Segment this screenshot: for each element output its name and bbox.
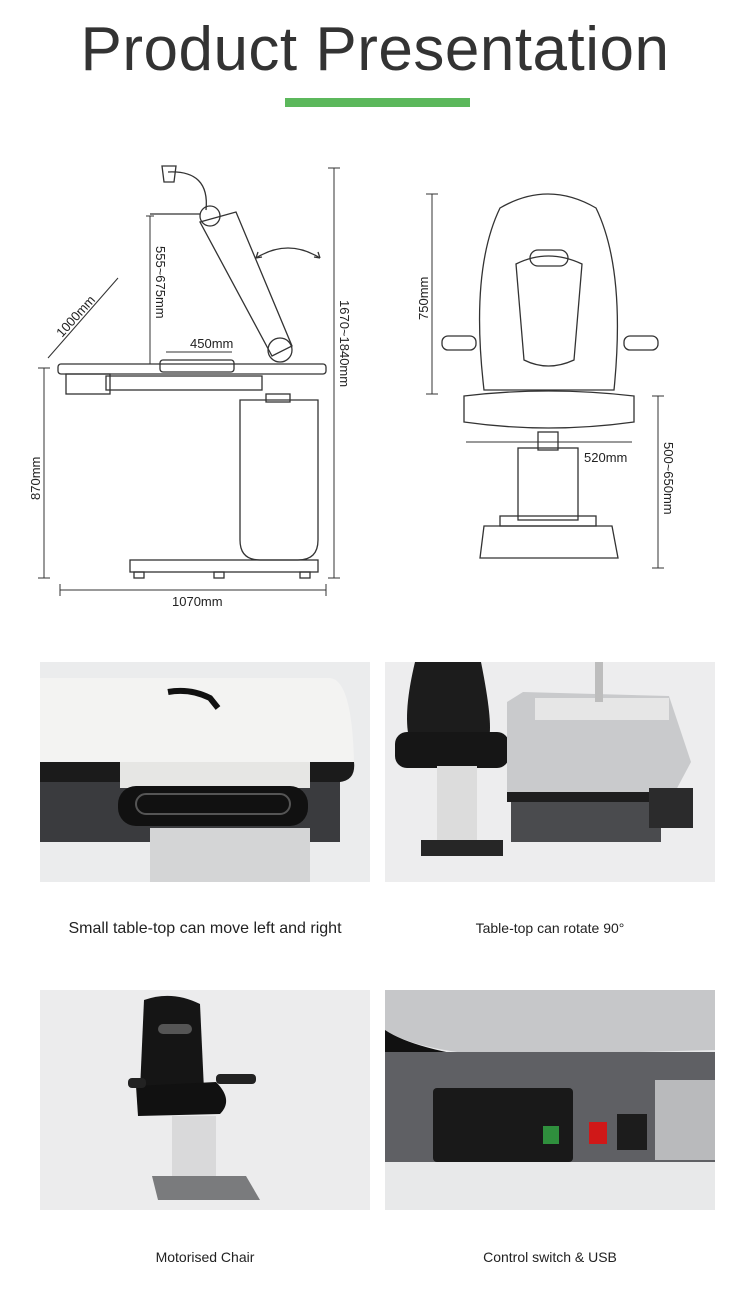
photo-control-switch [385, 990, 715, 1210]
small-table-top [159, 359, 235, 373]
dim-small-top: 450mm [190, 336, 233, 351]
dim-arm-height: 555~675mm [153, 246, 168, 319]
photo-small-table-top [40, 662, 370, 882]
dim-total-height: 1670~1840mm [337, 300, 352, 387]
dim-back-height: 750mm [416, 277, 431, 320]
instrument-arm [199, 211, 293, 357]
caption-control-switch: Control switch & USB [483, 1249, 617, 1265]
caption-small-table-top: Small table-top can move left and right [68, 920, 342, 937]
caption-table-rotate: Table-top can rotate 90° [475, 920, 625, 936]
drawer-left [65, 373, 111, 395]
caption-motorised-chair: Motorised Chair [155, 1249, 255, 1265]
chair-column [517, 447, 579, 521]
dim-seat-width: 520mm [584, 450, 627, 465]
chair-base [479, 525, 619, 559]
table-top-outline [57, 363, 327, 375]
chair-backrest [478, 193, 619, 391]
dimension-drawing: 1000mm 555~675mm 450mm 1670~1840mm 870mm… [28, 165, 676, 609]
dim-table-height: 870mm [28, 457, 43, 500]
table-base [129, 559, 319, 573]
dim-width: 1070mm [172, 594, 223, 609]
photo-table-rotate [385, 662, 715, 882]
dim-seat-height: 500~650mm [661, 442, 676, 515]
column-collar [265, 393, 291, 403]
page-title: Product Presentation [80, 15, 670, 84]
photo-motorised-chair [40, 990, 370, 1210]
dim-depth: 1000mm [53, 292, 98, 340]
chair-seat [463, 390, 635, 429]
drawer-tray [105, 375, 263, 391]
title-underline [285, 98, 470, 107]
table-column [239, 399, 319, 561]
